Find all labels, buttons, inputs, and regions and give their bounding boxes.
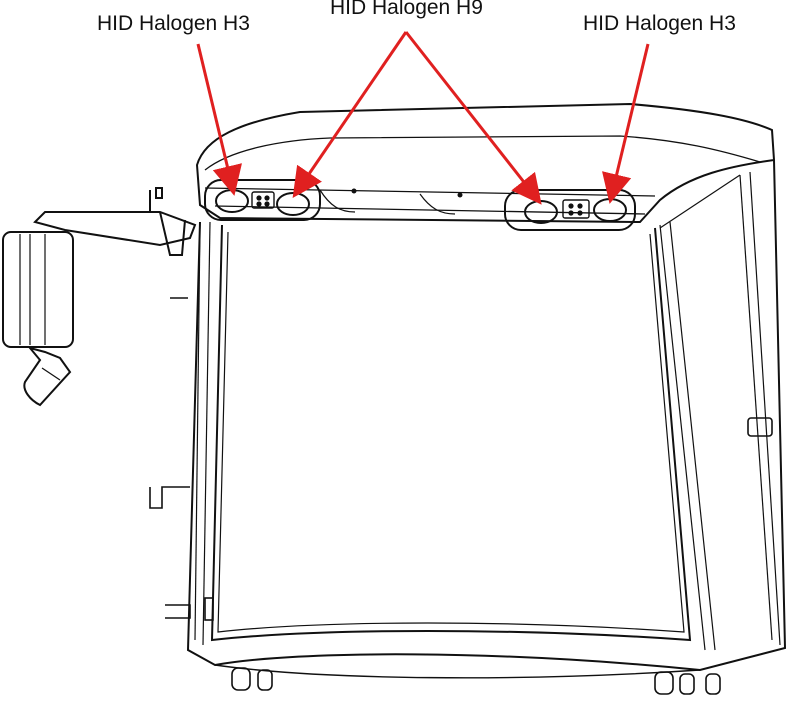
roof-bolt (351, 188, 357, 194)
left-lamp-pod (204, 179, 321, 221)
left-side-brackets (149, 297, 214, 621)
arrow-right-h3 (602, 43, 650, 204)
callout-arrows (196, 31, 650, 205)
arrow-h9-left (292, 31, 408, 198)
roof-bolt (457, 192, 463, 198)
label-right-hid-halogen-h3: HID Halogen H3 (583, 12, 736, 35)
arrow-left-h3 (196, 43, 242, 196)
side-mirror-assembly (2, 187, 197, 407)
arrow-h9-right (404, 31, 542, 205)
label-left-hid-halogen-h3: HID Halogen H3 (97, 12, 250, 35)
cab-frame (186, 159, 787, 679)
roof-light-bar (195, 102, 776, 224)
base-feet (231, 667, 721, 695)
label-center-hid-halogen-h9: HID Halogen H9 (330, 0, 483, 19)
right-lamp-pod (504, 189, 636, 231)
